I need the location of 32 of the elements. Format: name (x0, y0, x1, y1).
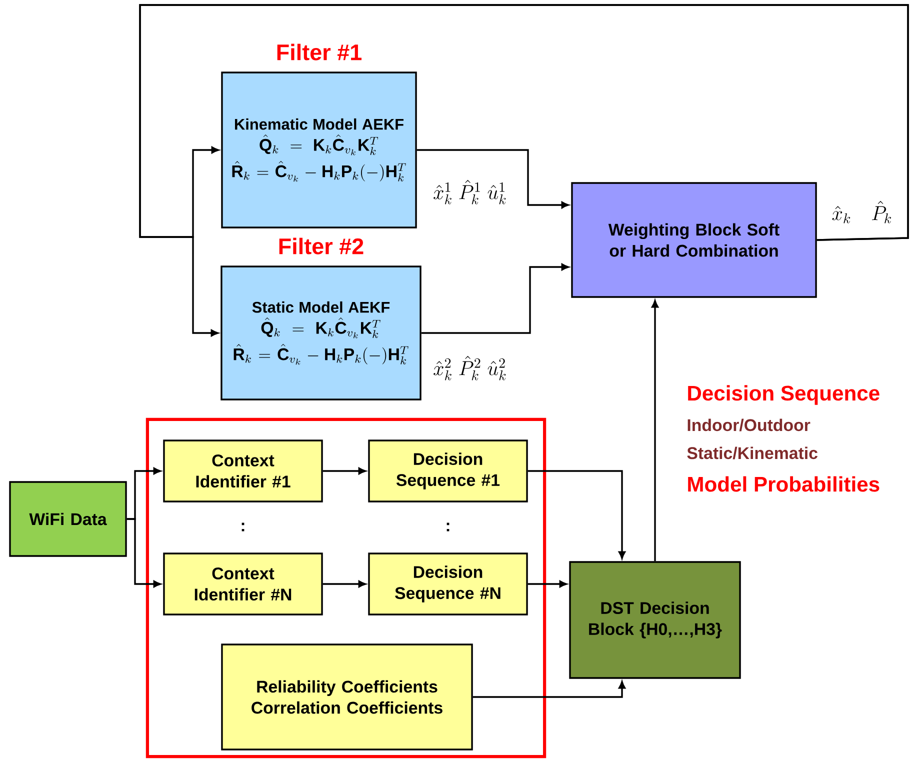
arrow (139, 4, 909, 336)
vertical-dots: : (446, 522, 450, 532)
process-box: Reliability Coefficients Correlation Coefficients (221, 644, 473, 750)
arrow (322, 580, 366, 588)
filter-label: Filter #2 (279, 238, 364, 254)
arrow (126, 518, 161, 588)
process-box: Decision Sequence #N (368, 552, 528, 616)
annotation-text: Decision Sequence (688, 385, 880, 405)
annotation-text: Static/Kinematic (687, 446, 818, 460)
annotation-text: Model Probabilities (688, 476, 880, 492)
process-box: WiFi Data (9, 481, 127, 557)
edge-label: $\hat{x}_k^1 \; \hat{P}_k^1 \; \hat{u}_k^1$ (434, 180, 506, 204)
arrow (472, 681, 626, 698)
filter-box: Static Model AEKF $\hat{\mathbf{Q}}_k = \mathbf{K}_k \hat{\mathbf{C}}_{v_k} \mathbf{K}_k^T$ $\hat{\mathbf{R}}_k = \hat{\mathbf{C}}_{v_k} - \mathbf{H}_k \mathbf{P}_k(-) \mathbf{H}_k^T$ (220, 266, 422, 400)
process-box: Weighting Block Soft or Hard Combination (571, 182, 817, 298)
vertical-dots: : (242, 522, 244, 532)
arrow (528, 470, 626, 559)
arrow (322, 468, 366, 474)
process-box: DST Decision Block {H0,…,H3} (569, 561, 741, 679)
group-frame (146, 418, 546, 758)
filter-box: Kinematic Model AEKF $\hat{\mathbf{Q}}_k = \mathbf{K}_k \hat{\mathbf{C}}_{v_k} \mathbf{K}_k^T$ $\hat{\mathbf{R}}_k = \hat{\mathbf{C}}_{v_k} - \mathbf{H}_k \mathbf{P}_k(-) \mathbf{H}_k^T$ (221, 72, 417, 228)
arrow (421, 264, 569, 334)
arrow (416, 149, 569, 208)
edge-label: $\hat{x}_k^2 \; \hat{P}_k^2 \; \hat{u}_k^2$ (434, 356, 506, 380)
annotation-text: Indoor/Outdoor (688, 418, 810, 432)
arrow (652, 300, 658, 562)
process-box: Context Identifier #1 (163, 440, 323, 502)
process-box: Decision Sequence #1 (368, 440, 528, 502)
arrow (528, 580, 567, 588)
process-box: Context Identifier #N (163, 552, 323, 616)
filter-label: Filter #1 (277, 44, 362, 60)
edge-label: $\hat{x}_k \quad \hat{P}_k$ (832, 200, 892, 224)
